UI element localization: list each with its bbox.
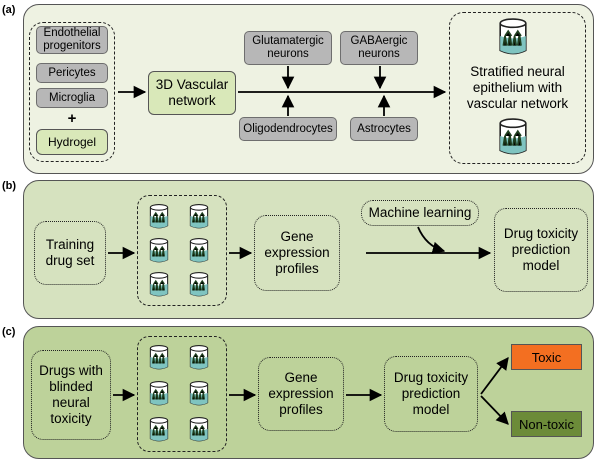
gene-expression-box-b: Gene expression profiles (254, 215, 340, 291)
panel-b-label: (b) (2, 180, 17, 192)
prediction-model-box-c: Drug toxicity prediction model (384, 356, 478, 432)
beaker-grid-b (137, 195, 227, 306)
arrow-icon (417, 226, 446, 255)
panel-c (23, 326, 594, 459)
astrocytes-box: Astrocytes (350, 117, 418, 141)
panel-b (23, 180, 594, 319)
blinded-drugs-box: Drugs with blinded neural toxicity (31, 350, 111, 440)
stratified-result-text: Stratified neural epithelium with vascul… (466, 64, 569, 111)
microglia-box: Microglia (36, 88, 108, 108)
vascular-network-box: 3D Vascular network (148, 71, 236, 115)
gabaergic-neurons-box: GABAergic neurons (340, 31, 418, 65)
arrow-icon (480, 395, 509, 425)
plus-sign: + (67, 109, 77, 127)
beaker-grid-c (137, 336, 227, 452)
nontoxic-outcome: Non-toxic (511, 411, 582, 437)
hydrogel-box: Hydrogel (36, 129, 108, 155)
training-drug-set-box: Training drug set (34, 221, 106, 285)
gene-expression-box-c: Gene expression profiles (258, 357, 344, 431)
endothelial-progenitors-box: Endothelial progenitors (36, 26, 108, 54)
toxic-outcome: Toxic (511, 344, 582, 370)
panel-c-label: (c) (2, 326, 16, 338)
glutamatergic-neurons-box: Glutamatergic neurons (244, 31, 332, 65)
cell-mix-group (29, 22, 115, 162)
machine-learning-box: Machine learning (361, 200, 479, 226)
pericytes-box: Pericytes (36, 63, 108, 83)
stratified-result-group (449, 12, 586, 164)
prediction-model-box-b: Drug toxicity prediction model (494, 208, 588, 292)
panel-a-label: (a) (2, 4, 16, 16)
arrow-icon (480, 356, 509, 395)
oligodendrocytes-box: Oligodendrocytes (239, 117, 337, 141)
